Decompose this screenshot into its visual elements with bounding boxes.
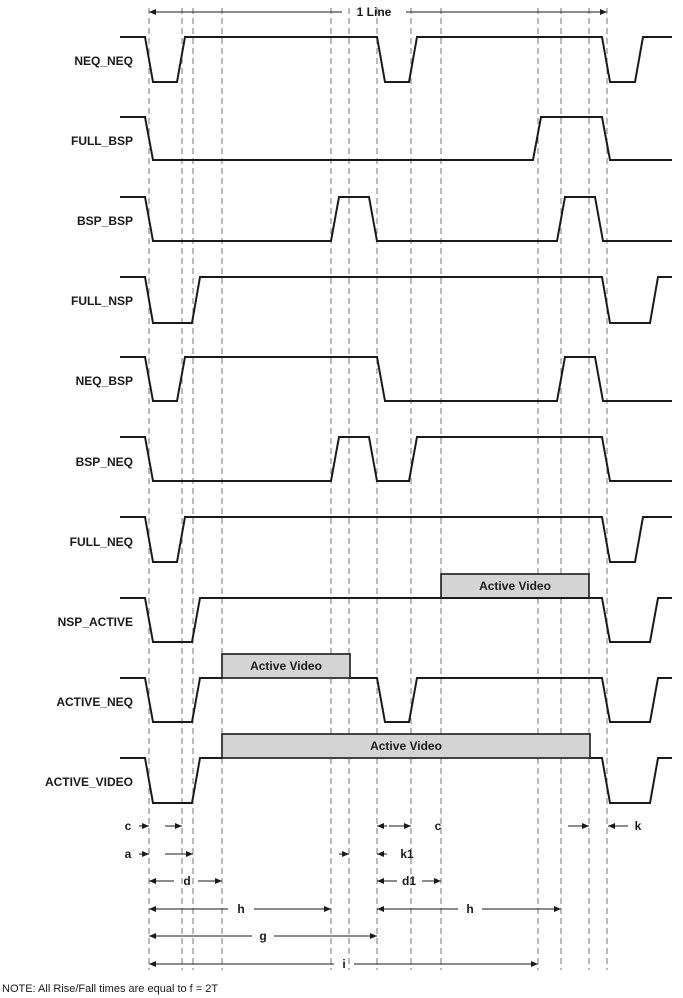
measure-label-h-left: h	[237, 902, 244, 916]
guide-lines	[148, 8, 608, 970]
signal-label-full-bsp: FULL_BSP	[71, 134, 133, 148]
signal-label-nsp-active: NSP_ACTIVE	[58, 615, 133, 629]
active-video-box-active-neq	[221, 653, 351, 679]
signal-label-active-neq: ACTIVE_NEQ	[56, 695, 133, 709]
signal-label-bsp-bsp: BSP_BSP	[77, 214, 133, 228]
measure-label-c-right: c	[435, 819, 442, 833]
footnote: NOTE: All Rise/Fall times are equal to f…	[2, 983, 218, 995]
diagram-title: 1 Line	[357, 5, 392, 19]
active-video-label-nsp-active: Active Video	[479, 579, 551, 593]
measure-label-k1: k1	[400, 847, 414, 861]
waveform-active-video	[120, 757, 672, 804]
waveform-full-bsp	[120, 116, 672, 161]
measure-label-d: d	[183, 874, 190, 888]
timing-measurements: c a d h g i k1 c d1 h	[125, 819, 642, 971]
waveform-neq-bsp	[120, 356, 672, 402]
signal-label-bsp-neq: BSP_NEQ	[76, 455, 133, 469]
waveform-bsp-neq	[120, 436, 672, 482]
active-video-regions: Active Video Active Video Active Video	[221, 573, 591, 759]
measure-label-k: k	[635, 819, 642, 833]
waveform-nsp-active	[120, 597, 672, 643]
waveform-full-nsp	[120, 276, 672, 324]
active-video-label-active-neq: Active Video	[250, 659, 322, 673]
signal-label-neq-bsp: NEQ_BSP	[76, 374, 133, 388]
measure-label-g: g	[259, 929, 266, 943]
waveforms	[120, 36, 672, 804]
measure-label-i: i	[342, 957, 345, 971]
signal-label-active-video: ACTIVE_VIDEO	[45, 775, 133, 789]
signal-label-full-neq: FULL_NEQ	[70, 535, 133, 549]
active-video-box-nsp-active	[440, 573, 590, 599]
measure-label-h-right: h	[466, 902, 473, 916]
signal-label-full-nsp: FULL_NSP	[71, 294, 133, 308]
measure-label-d1: d1	[402, 874, 416, 888]
waveform-bsp-bsp	[120, 196, 672, 242]
waveform-full-neq	[120, 516, 672, 563]
active-video-label-active-video: Active Video	[370, 739, 442, 753]
waveform-neq-neq	[120, 36, 672, 83]
measure-label-a: a	[125, 847, 132, 861]
signal-labels: NEQ_NEQ FULL_BSP BSP_BSP FULL_NSP NEQ_BS…	[45, 54, 133, 789]
signal-label-neq-neq: NEQ_NEQ	[74, 54, 133, 68]
waveform-active-neq	[120, 677, 672, 723]
measure-label-c-left: c	[125, 819, 132, 833]
line-span: 1 Line	[149, 5, 607, 19]
active-video-box-active-video	[221, 733, 591, 759]
